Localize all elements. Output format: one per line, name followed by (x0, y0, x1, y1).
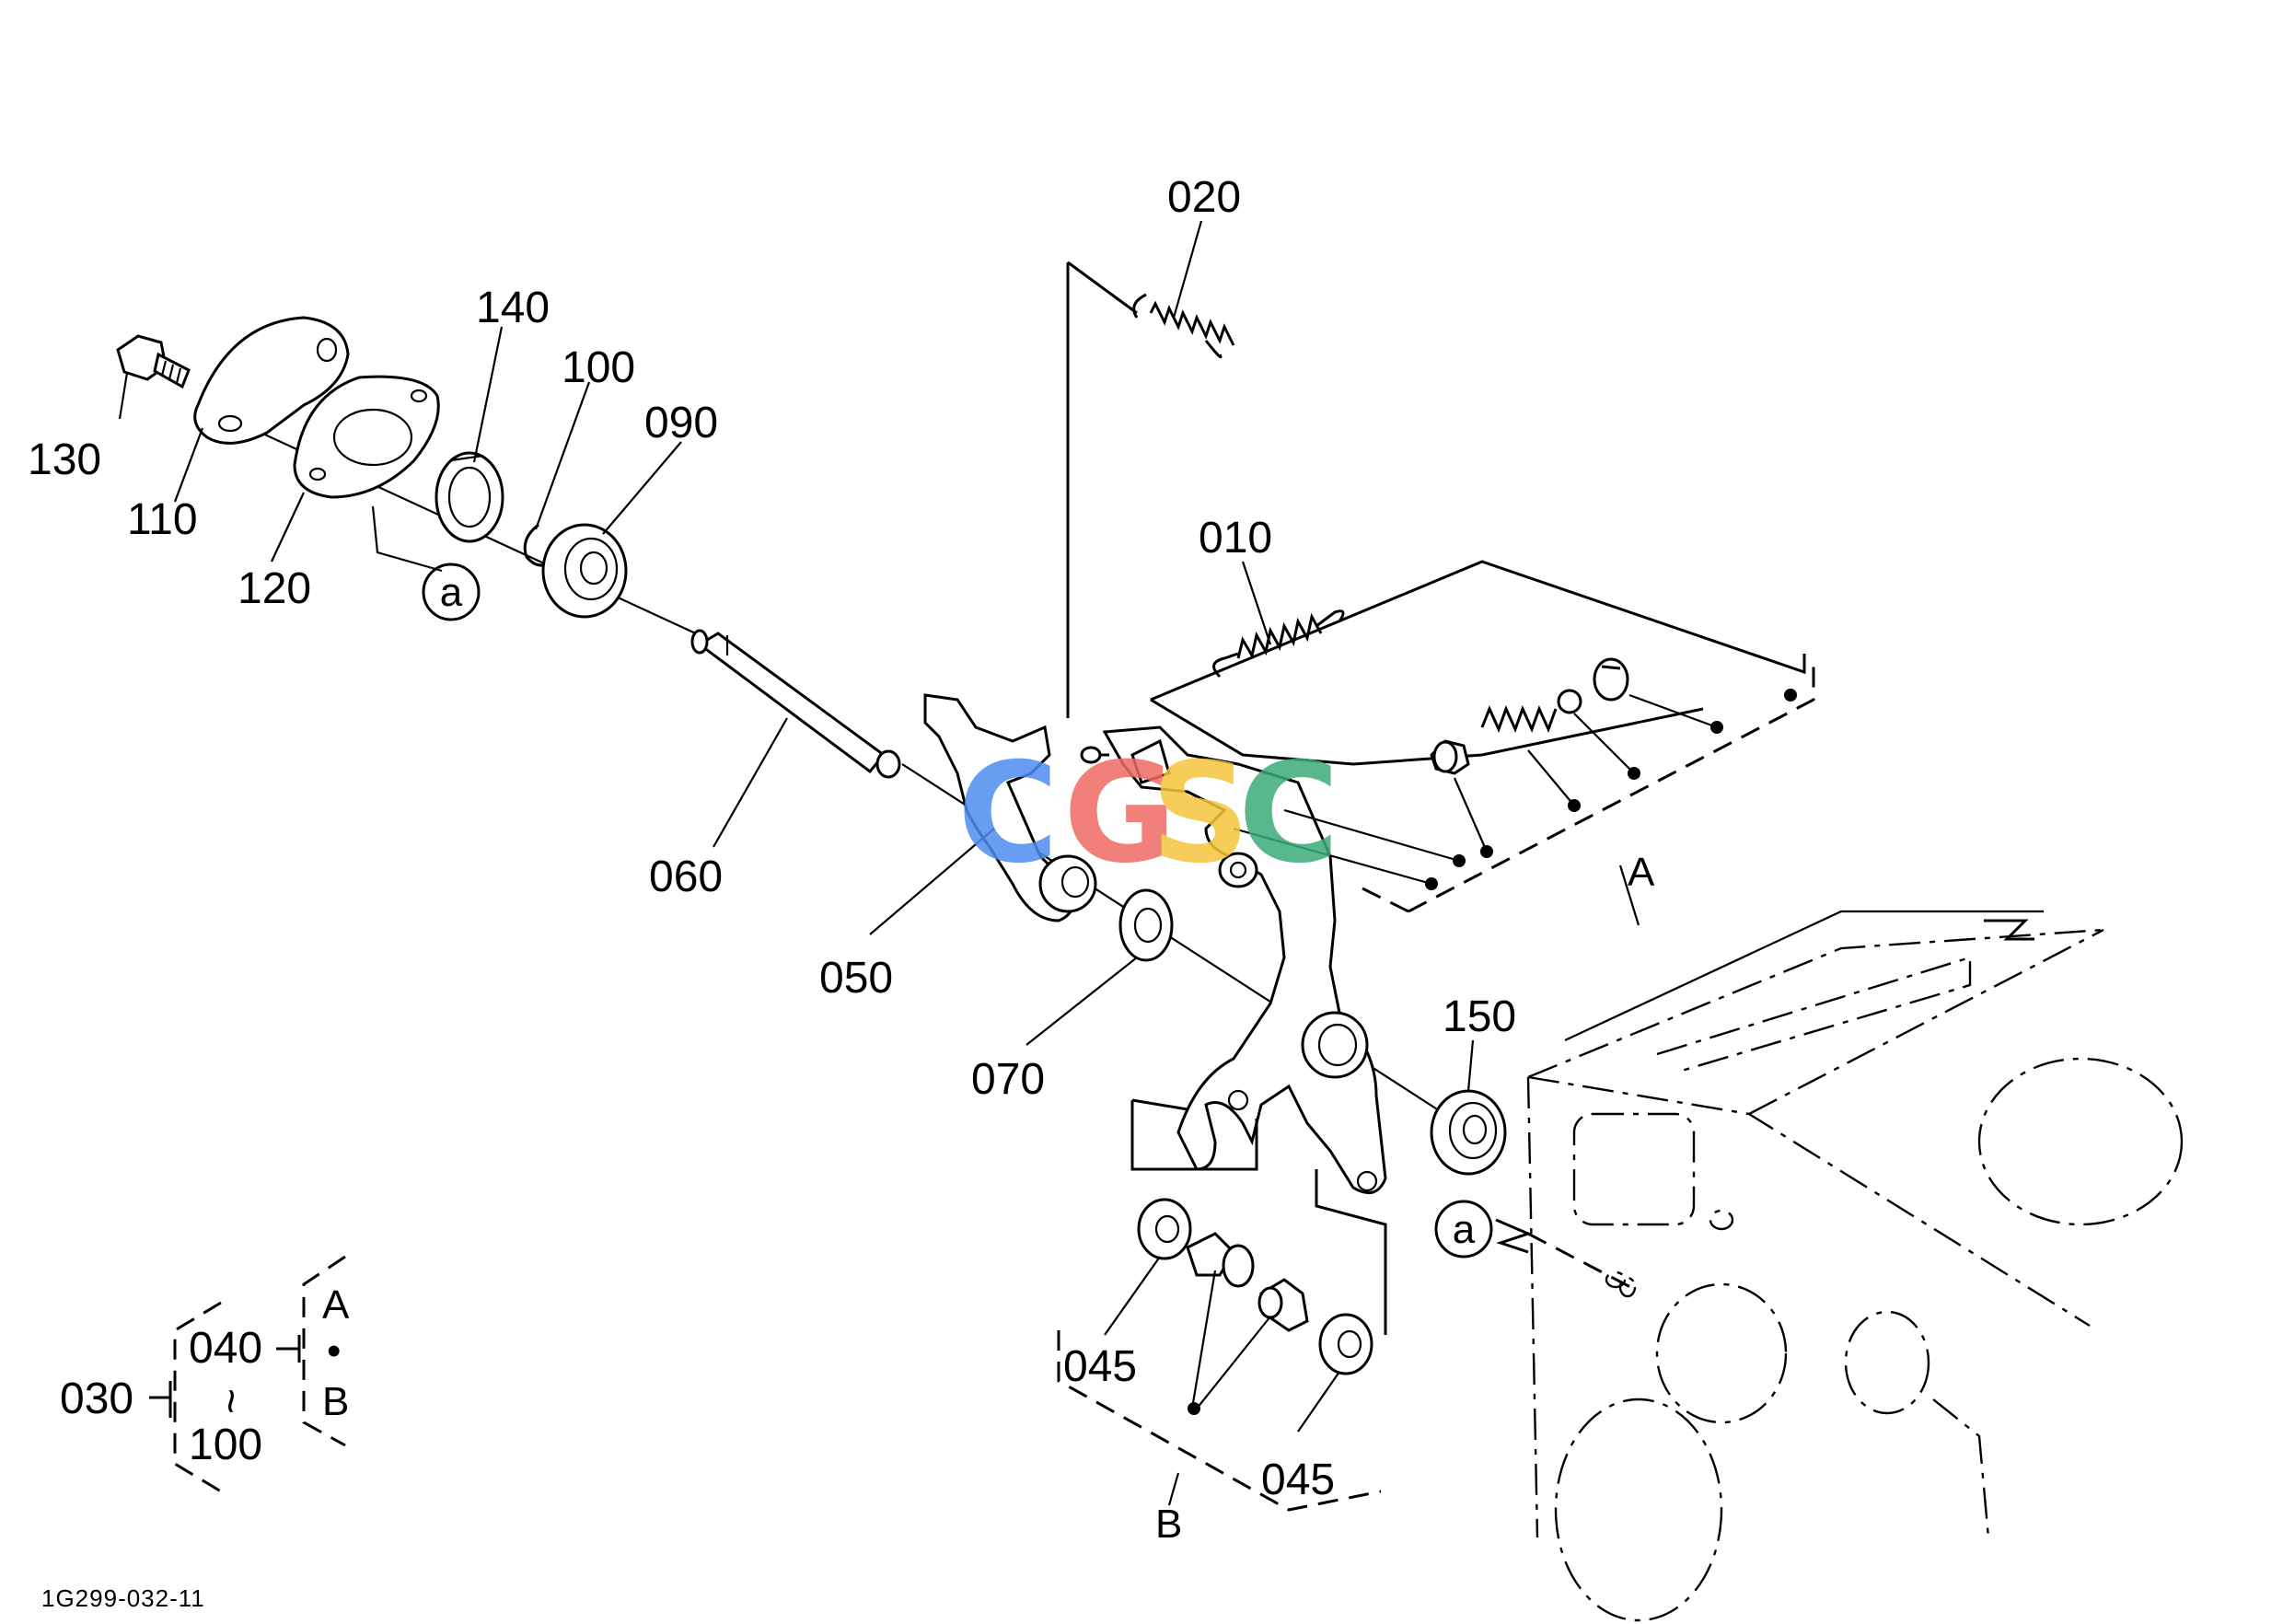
lever-050 (923, 693, 1097, 922)
fork-lever (1080, 725, 1387, 1195)
bearing-090 (541, 523, 628, 619)
legend-040: 040 (189, 1324, 262, 1373)
ref-a-upper-letter: a (440, 570, 463, 615)
label-045-left: 045 (1063, 1342, 1137, 1391)
group-b-parts (1057, 1098, 1387, 1512)
oil-seal-140 (435, 451, 504, 543)
label-140: 140 (476, 284, 550, 332)
group-a-letter: A (1628, 850, 1655, 895)
ref-a-lower-letter: a (1453, 1207, 1476, 1252)
watermark-letter-g: G (1063, 734, 1176, 894)
legend-dot: • (327, 1328, 341, 1374)
legend-100: 100 (189, 1421, 262, 1469)
label-130: 130 (28, 435, 101, 484)
bearing-150 (1430, 1089, 1507, 1176)
gasket-120 (293, 375, 440, 499)
watermark-letter-s: S (1151, 734, 1250, 894)
part-labels: 020 140 100 090 130 110 120 010 060 050 … (28, 173, 1655, 1547)
ref-a-upper: a (422, 563, 481, 621)
watermark-logo: C G S C (957, 734, 1339, 894)
spring-020 (1066, 261, 1235, 718)
label-010: 010 (1199, 514, 1272, 563)
washer-070 (1118, 888, 1174, 962)
leader-lines (118, 220, 1640, 1506)
cover-plate-110 (193, 316, 350, 445)
legend-030: 030 (60, 1375, 133, 1423)
label-110: 110 (127, 495, 198, 544)
bolt-130 (116, 334, 191, 389)
legend-b: B (322, 1379, 349, 1424)
label-100: 100 (562, 343, 635, 392)
spring-010 (1212, 609, 1345, 679)
label-045-right: 045 (1261, 1456, 1335, 1504)
ref-a-lower: a (1434, 1200, 1493, 1259)
label-120: 120 (238, 564, 311, 613)
group-b-letter: B (1155, 1502, 1182, 1547)
legend-a: A (322, 1282, 350, 1328)
group-a-parts (1150, 560, 1815, 913)
legend-tilde: ~ (206, 1388, 255, 1414)
label-060: 060 (649, 853, 723, 901)
drawing-code: 1G299-032-11 (41, 1584, 205, 1612)
shaft-060 (690, 629, 901, 779)
label-070: 070 (971, 1055, 1045, 1104)
label-150: 150 (1443, 992, 1516, 1041)
watermark-letter-c1: C (957, 734, 1059, 894)
ref-a-connectors (371, 505, 1637, 1298)
watermark-letter-c2: C (1238, 734, 1339, 894)
assembly-legend: 030 040 ~ 100 A • B (60, 1255, 350, 1493)
label-050: 050 (819, 954, 893, 1003)
label-020: 020 (1167, 173, 1241, 222)
engine-block-drawing (1526, 910, 2184, 1622)
label-090: 090 (644, 399, 718, 447)
